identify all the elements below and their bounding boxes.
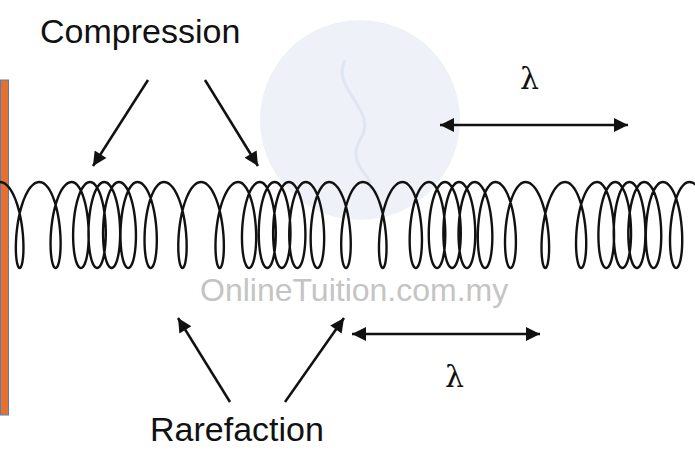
spring-coil <box>0 182 695 268</box>
leader-arrow <box>93 80 148 166</box>
watermark: OnlineTuition.com.my <box>200 272 508 309</box>
leader-arrow <box>178 318 230 402</box>
leader-arrow <box>285 318 344 402</box>
wavelength-arrow <box>352 333 540 336</box>
rarefaction-label: Rarefaction <box>150 410 324 449</box>
watermark-logo <box>260 20 460 220</box>
wavelength-arrow <box>440 124 628 127</box>
arrows <box>93 80 628 402</box>
wavelength-symbol: λ <box>520 62 539 97</box>
leader-arrow <box>205 80 258 166</box>
wavelength-symbol: λ <box>445 360 464 395</box>
slide-edge <box>1 80 9 415</box>
watermark-logo-mark <box>342 60 370 190</box>
spring-path <box>0 182 695 268</box>
compression-label: Compression <box>40 12 240 51</box>
